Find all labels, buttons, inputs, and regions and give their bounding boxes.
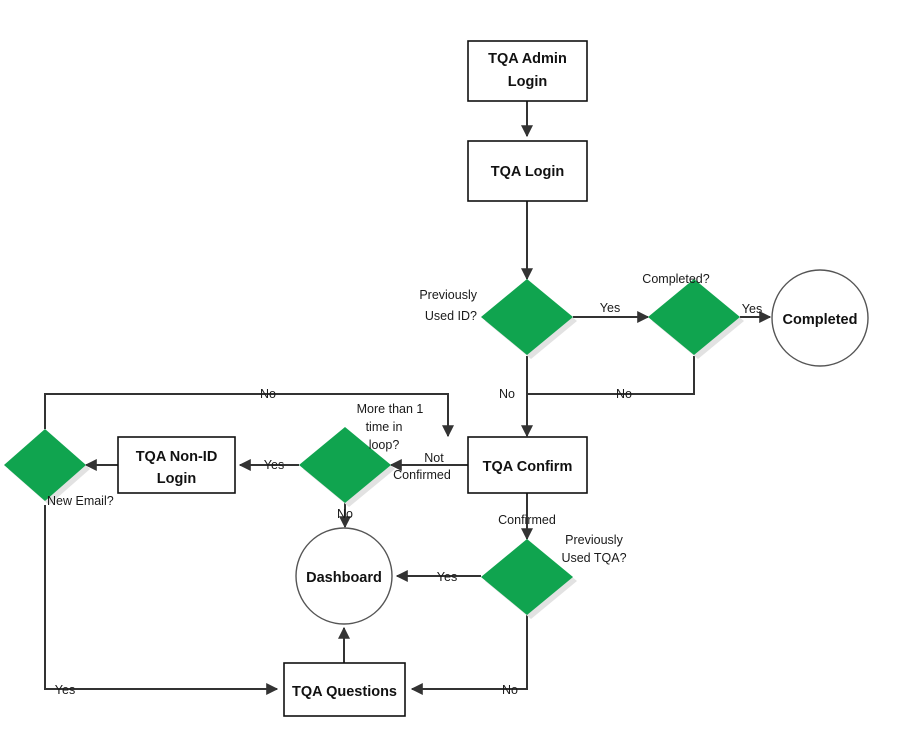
edge-newemail-yes-to-questions	[44, 505, 279, 695]
node-tqa-non-id-login-label-2: Login	[157, 471, 196, 487]
node-tqa-non-id-login-label-1: TQA Non-ID	[136, 449, 218, 465]
node-completed-end-label: Completed	[783, 312, 858, 328]
node-completed-end[interactable]: Completed	[771, 269, 869, 367]
edge-completed-no-to-confirm	[527, 356, 695, 395]
node-tqa-admin-login-label-1: TQA Admin	[488, 51, 567, 67]
node-previously-used-id[interactable]: Previously Used ID?	[419, 279, 577, 359]
node-previously-used-tqa[interactable]: Previously Used TQA?	[481, 533, 627, 619]
node-tqa-questions-label: TQA Questions	[292, 684, 397, 700]
node-completed-question[interactable]: Completed?	[642, 272, 744, 359]
node-tqa-confirm[interactable]: TQA Confirm	[467, 436, 588, 494]
node-more-than-1-loop[interactable]: More than 1 time in loop?	[299, 402, 423, 507]
edge-label-email-yes: Yes	[55, 683, 75, 697]
edge-label-completed-no: No	[616, 387, 632, 401]
node-previously-used-id-label-1: Previously	[419, 288, 477, 302]
node-previously-used-tqa-label-1: Previously	[565, 533, 623, 547]
node-completed-question-label: Completed?	[642, 272, 709, 286]
edge-label-confirmed: Confirmed	[498, 513, 556, 527]
node-dashboard-label: Dashboard	[306, 570, 382, 586]
edge-usedtqa-no-to-questions	[410, 614, 528, 695]
node-tqa-admin-login-label-2: Login	[508, 74, 547, 90]
edge-label-not-confirmed-2: Confirmed	[393, 468, 451, 482]
edge-label-nonid-no: No	[260, 387, 276, 401]
node-previously-used-tqa-label-2: Used TQA?	[561, 551, 626, 565]
node-more-than-1-loop-label-2: time in	[366, 420, 403, 434]
node-tqa-questions[interactable]: TQA Questions	[283, 662, 406, 717]
edge-labels-layer: Yes No Yes No No Not Confirmed Yes No Co…	[55, 301, 762, 697]
edges-layer	[44, 101, 772, 695]
edge-label-not-confirmed-1: Not	[424, 451, 444, 465]
node-previously-used-id-label-2: Used ID?	[425, 309, 477, 323]
node-new-email[interactable]: New Email?	[4, 429, 114, 508]
node-dashboard[interactable]: Dashboard	[295, 527, 393, 625]
edge-label-completed-yes: Yes	[742, 302, 762, 316]
edge-label-tqa-no: No	[502, 683, 518, 697]
edge-label-loop-yes: Yes	[264, 458, 284, 472]
edge-newemail-no-to-confirm	[44, 393, 454, 438]
edge-label-loop-no: No	[337, 507, 353, 521]
node-tqa-admin-login[interactable]: TQA Admin Login	[467, 40, 588, 102]
node-new-email-label: New Email?	[47, 494, 114, 508]
node-tqa-non-id-login[interactable]: TQA Non-ID Login	[117, 436, 236, 494]
node-tqa-confirm-label: TQA Confirm	[483, 459, 573, 475]
node-tqa-login[interactable]: TQA Login	[467, 140, 588, 202]
node-tqa-login-label: TQA Login	[491, 164, 565, 180]
edge-label-tqa-yes: Yes	[437, 570, 457, 584]
node-more-than-1-loop-label-1: More than 1	[357, 402, 424, 416]
edge-label-id-no: No	[499, 387, 515, 401]
node-more-than-1-loop-label-3: loop?	[369, 438, 400, 452]
edge-label-id-yes: Yes	[600, 301, 620, 315]
